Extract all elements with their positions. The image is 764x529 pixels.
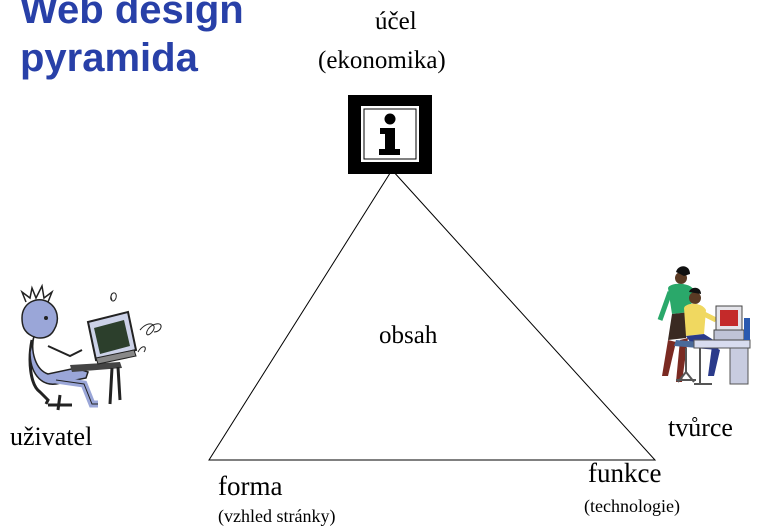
bottom-right-sublabel: (technologie): [584, 496, 680, 516]
right-figure-label: tvůrce: [668, 413, 733, 442]
frustrated-user-clipart: [20, 283, 162, 411]
bottom-left-label: forma: [218, 471, 283, 501]
apex-sublabel: (ekonomika): [318, 47, 446, 74]
bottom-left-sublabel: (vzhled stránky): [218, 506, 336, 526]
info-icon: [348, 95, 432, 174]
developers-clipart: [657, 266, 751, 385]
bottom-right-label: funkce: [588, 458, 662, 488]
slide-title: Web design pyramida: [20, 0, 244, 82]
title-line-1: Web design: [20, 0, 244, 32]
left-figure-label: uživatel: [10, 422, 93, 451]
pyramid-triangle: [208, 169, 657, 461]
center-label: obsah: [379, 322, 438, 349]
apex-label: účel: [375, 8, 417, 35]
title-line-2: pyramida: [20, 36, 198, 80]
